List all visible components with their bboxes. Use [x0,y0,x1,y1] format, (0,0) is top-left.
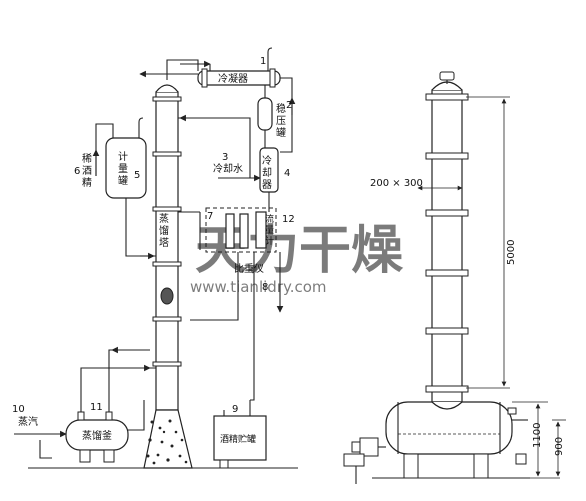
label-column-1: 蒸 [159,213,169,225]
right-dimension-drawing: 200 × 300 5000 1100 900 [343,71,566,484]
measuring-label-2: 量 [118,163,128,175]
num-9: 9 [232,404,238,415]
label-column-2: 馏 [159,224,169,237]
flowmeter-b [239,213,249,249]
dim-column-flanges [425,93,469,393]
column-emblem [160,287,174,305]
num-6: 6 [74,166,80,177]
instrument-box [205,207,277,253]
num-10: 10 [12,404,25,415]
flowmeter-label-3: 计 [265,235,274,247]
hydrometer-label: 比重仪 [234,262,264,275]
dim-1100: 1100 [532,423,543,448]
num-12: 12 [282,214,295,225]
steam-label: 蒸汽 [18,415,38,428]
storage-label: 酒精贮罐 [220,433,256,445]
stabilizer-tank [257,97,273,131]
dilute-label-2: 酒 [82,165,92,177]
num-5: 5 [134,170,140,181]
watermark-url: www.tianlidry.com [190,278,327,296]
column-dome [155,84,179,93]
flowmeter-label-2: 量 [265,225,274,236]
num-2: 2 [286,100,292,111]
storage-tank [213,415,267,461]
flowmeter-label-1: 流 [265,213,274,225]
num-8: 8 [262,282,268,293]
cooler-label-1: 冷 [262,154,272,167]
cooling-water-label: 冷却水 [213,162,243,175]
measuring-label-1: 计 [118,150,128,163]
dim-5000: 5000 [506,240,517,265]
num-1: 1 [260,56,266,67]
flowmeter-c [255,211,267,249]
dilute-label-1: 稀 [82,152,92,165]
stabilizer-label-3: 罐 [276,126,286,139]
column-flanges [152,96,182,367]
watermark: 天力干燥 www.tianlidry.com [190,221,404,296]
num-7: 7 [207,211,213,222]
cooler-label-3: 器 [262,179,272,191]
left-schematic: 蒸 馏 塔 冷凝器 1 2 稳 压 罐 冷 却 器 4 3 冷却水 [12,47,298,469]
label-column-3: 塔 [159,236,169,249]
column-base [143,409,193,469]
dim-tank [385,401,513,455]
dilute-label-3: 精 [82,176,92,189]
condenser-label: 冷凝器 [218,72,248,85]
stabilizer-label-1: 稳 [276,102,286,115]
base-packing [146,419,188,465]
stabilizer-label-2: 压 [276,115,286,127]
num-3: 3 [222,152,228,163]
num-11: 11 [90,402,103,413]
dim-column [431,89,463,403]
cooler-label-2: 却 [262,167,272,179]
measuring-label-3: 罐 [118,174,128,187]
num-4: 4 [284,168,290,179]
kettle-label: 蒸馏釜 [82,429,112,442]
dim-cross-section: 200 × 300 [370,178,423,189]
flowmeter-a [225,213,235,249]
dim-900: 900 [554,437,565,456]
